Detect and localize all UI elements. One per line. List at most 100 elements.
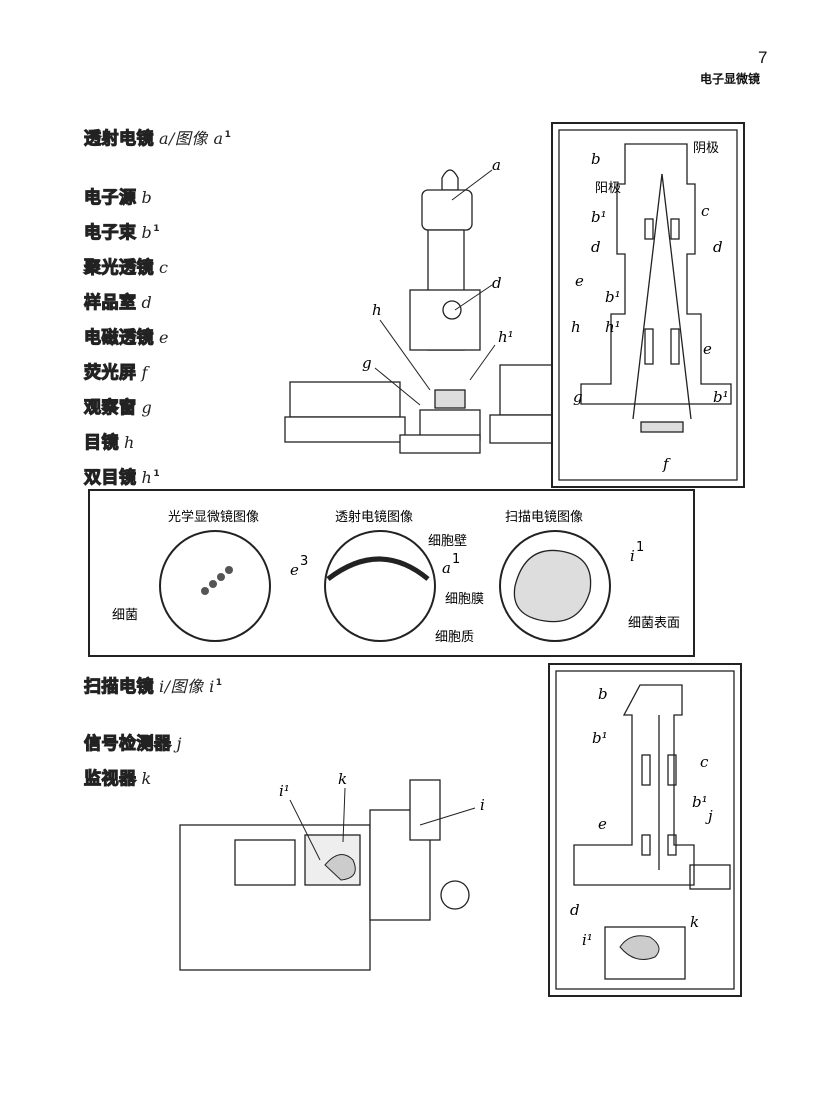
sem-image-title: 扫描电镜图像 <box>505 510 583 525</box>
tem-label-g: g <box>362 354 372 372</box>
term-code: k <box>141 769 152 788</box>
comparison-figure: 光学显微镜图像 透射电镜图像 扫描电镜图像 细菌 e 3 细胞壁 a 1 细胞膜… <box>112 509 680 645</box>
sem-schem-d: d <box>570 901 580 919</box>
term-name: 透射电镜 <box>83 128 154 149</box>
tem-image-title: 透射电镜图像 <box>335 509 413 525</box>
term-code: d <box>141 293 153 312</box>
term-name: 电磁透镜 <box>83 327 154 348</box>
term-sup: 1 <box>224 130 232 141</box>
sem-schem-j: j <box>705 807 713 825</box>
term-em-lens: 电磁透镜 e <box>83 323 170 348</box>
term-code: g <box>141 398 153 417</box>
tem-schematic: b 阴极 阳极 b¹ c d d e b¹ h h¹ e g b¹ f <box>558 129 738 481</box>
term-name: 聚光透镜 <box>83 257 154 278</box>
sem-schematic-panel: b b¹ c b¹ j e d k i¹ <box>548 663 742 997</box>
term-code: h <box>141 468 153 487</box>
tem-label-d: d <box>492 274 502 292</box>
tem-label-h1: h¹ <box>498 328 514 346</box>
tem-schem-e2: e <box>703 340 712 358</box>
tem-cell-wall: 细胞壁 <box>428 534 467 549</box>
sem-schem-b: b <box>598 685 608 703</box>
tem-sup: 1 <box>452 552 460 567</box>
term-tem: 透射电镜 a/图像 a1 <box>83 124 232 149</box>
tem-machine-illustration: a d h g h¹ <box>284 160 556 454</box>
term-name: 监视器 <box>83 768 137 789</box>
term-sem: 扫描电镜 i/图像 i1 <box>83 672 223 697</box>
sem-schem-k: k <box>690 913 699 931</box>
light-sup: 3 <box>300 554 308 569</box>
term-sup: 1 <box>153 469 161 480</box>
term-name: 观察窗 <box>83 397 137 418</box>
tem-micrograph <box>324 530 436 642</box>
term-sup: 1 <box>215 678 223 689</box>
tem-cytoplasm: 细胞质 <box>435 630 474 645</box>
sem-machine-illustration: i¹ k i <box>179 770 485 971</box>
tem-schem-anode: 阳极 <box>595 181 621 196</box>
term-name: 电子源 <box>83 187 137 208</box>
sem-schematic: b b¹ c b¹ j e d k i¹ <box>555 670 735 990</box>
sem-label-i1: i¹ <box>279 782 290 800</box>
sem-schem-c: c <box>700 753 709 771</box>
tem-schem-h1: h¹ <box>605 318 621 336</box>
term-eyepiece: 目镜 h <box>83 428 136 453</box>
sem-schem-b1: b¹ <box>592 729 608 747</box>
sem-sup: 1 <box>636 540 644 555</box>
sem-schem-b1b: b¹ <box>692 793 708 811</box>
sem-label-i: i <box>480 796 485 814</box>
sem-label-k: k <box>338 770 347 788</box>
term-name: 电子束 <box>83 222 137 243</box>
term-code: a/图像 a <box>159 129 224 148</box>
tem-schem-b1: b¹ <box>591 208 607 226</box>
tem-schem-h: h <box>571 318 581 336</box>
term-code: j <box>176 734 182 753</box>
term-code: c <box>159 258 169 277</box>
term-name: 荧光屏 <box>83 362 137 383</box>
term-condenser-lens: 聚光透镜 c <box>83 253 169 278</box>
sem-schem-e: e <box>598 815 607 833</box>
tem-schem-d2: d <box>713 238 723 256</box>
tem-schem-g: g <box>573 388 583 406</box>
tem-schem-b1b: b¹ <box>605 288 621 306</box>
tem-schem-c: c <box>701 202 710 220</box>
page-number: 7 <box>758 48 768 67</box>
tem-schem-cathode: 阴极 <box>693 141 719 156</box>
tem-label-a: a <box>492 160 501 174</box>
light-code: e <box>290 561 299 579</box>
section-title: 电子显微镜 <box>700 72 761 86</box>
term-code: b <box>141 188 153 207</box>
tem-schem-f: f <box>662 455 671 473</box>
term-name: 目镜 <box>83 432 119 453</box>
tem-label-h: h <box>372 301 382 319</box>
term-code: b <box>141 223 153 242</box>
tem-code: a <box>442 559 451 577</box>
term-code: i/图像 i <box>159 677 215 696</box>
tem-schem-e: e <box>575 272 584 290</box>
tem-membrane: 细胞膜 <box>445 592 484 607</box>
tem-schem-d: d <box>591 238 601 256</box>
term-name: 样品室 <box>83 292 137 313</box>
term-code: f <box>141 363 148 382</box>
light-bacteria-label: 细菌 <box>112 608 138 623</box>
term-name: 扫描电镜 <box>83 676 154 697</box>
light-title: 光学显微镜图像 <box>168 509 259 525</box>
term-code: e <box>159 328 169 347</box>
term-name: 双目镜 <box>83 467 137 488</box>
sem-schem-i1: i¹ <box>582 931 593 949</box>
term-name: 信号检测器 <box>83 733 172 754</box>
term-sup: 1 <box>153 224 161 235</box>
sem-code: i <box>630 547 635 565</box>
sem-surface: 细菌表面 <box>628 616 680 631</box>
tem-schem-b: b <box>591 150 601 168</box>
tem-schematic-panel: b 阴极 阳极 b¹ c d d e b¹ h h¹ e g b¹ f <box>551 122 745 488</box>
term-code: h <box>124 433 135 452</box>
tem-schem-b1c: b¹ <box>713 388 729 406</box>
comparison-panel: 光学显微镜图像 透射电镜图像 扫描电镜图像 细菌 e 3 细胞壁 a 1 细胞膜… <box>88 489 695 657</box>
